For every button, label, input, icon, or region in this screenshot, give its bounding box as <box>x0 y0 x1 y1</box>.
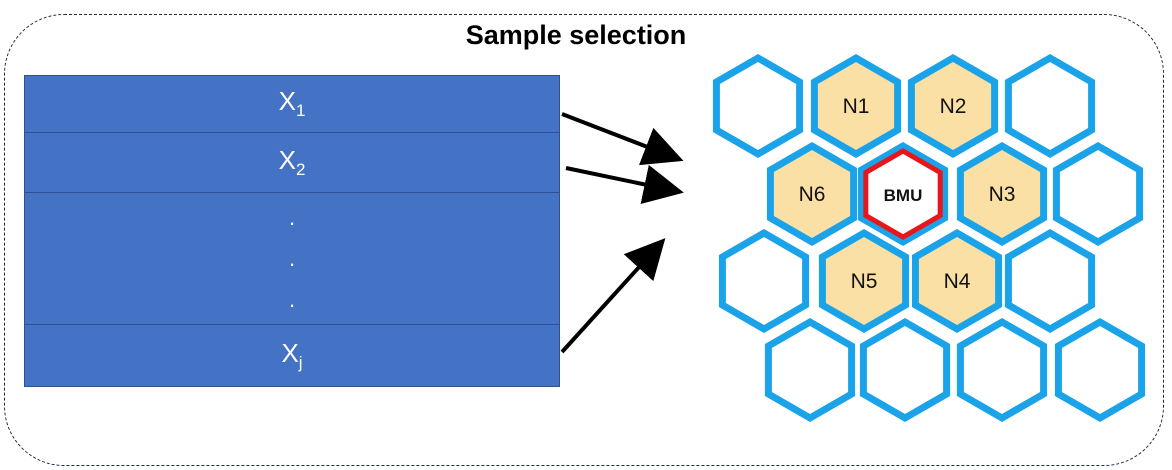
hex-empty <box>712 53 804 159</box>
ellipsis-dot: . <box>288 245 296 271</box>
arrow-xj <box>560 238 666 354</box>
hex-n4: N4 <box>911 228 1003 334</box>
sample-label-x1: X1 <box>278 86 306 121</box>
hex-empty <box>1054 317 1146 423</box>
hex-empty <box>859 317 951 423</box>
neighbor-label: N6 <box>799 183 826 206</box>
hex-empty <box>956 317 1048 423</box>
hex-empty <box>1004 228 1096 334</box>
neighbor-label: N2 <box>940 95 967 118</box>
sample-row-xj: Xj <box>24 324 560 387</box>
neighbor-label: N3 <box>989 183 1016 206</box>
bmu-label: BMU <box>884 186 923 205</box>
arrow-x2 <box>565 164 684 205</box>
hex-n6: N6 <box>766 141 858 247</box>
arrow-x1 <box>561 112 684 166</box>
ellipsis-dot: . <box>288 204 296 230</box>
sample-row-ellipsis: . . . <box>24 192 560 325</box>
hex-n1: N1 <box>810 53 902 159</box>
sample-label-x2: X2 <box>278 144 306 180</box>
hex-n3: N3 <box>956 141 1048 247</box>
ellipsis-dot: . <box>288 286 296 312</box>
diagram-frame <box>4 14 1164 466</box>
hex-n5: N5 <box>818 228 910 334</box>
hex-empty <box>1052 141 1144 247</box>
diagram-title: Sample selection <box>465 20 687 50</box>
neighbor-label: N5 <box>851 270 878 293</box>
hex-bmu: BMU <box>857 141 949 247</box>
sample-row-x1: X1 <box>24 75 560 133</box>
hex-n2: N2 <box>907 53 999 159</box>
sample-row-x2: X2 <box>24 132 560 193</box>
neighbor-label: N1 <box>843 95 870 118</box>
sample-label-xj: Xj <box>281 337 303 373</box>
hex-empty <box>1004 53 1096 159</box>
hex-empty <box>764 317 856 423</box>
hex-empty <box>718 228 810 334</box>
neighbor-label: N4 <box>944 270 971 293</box>
